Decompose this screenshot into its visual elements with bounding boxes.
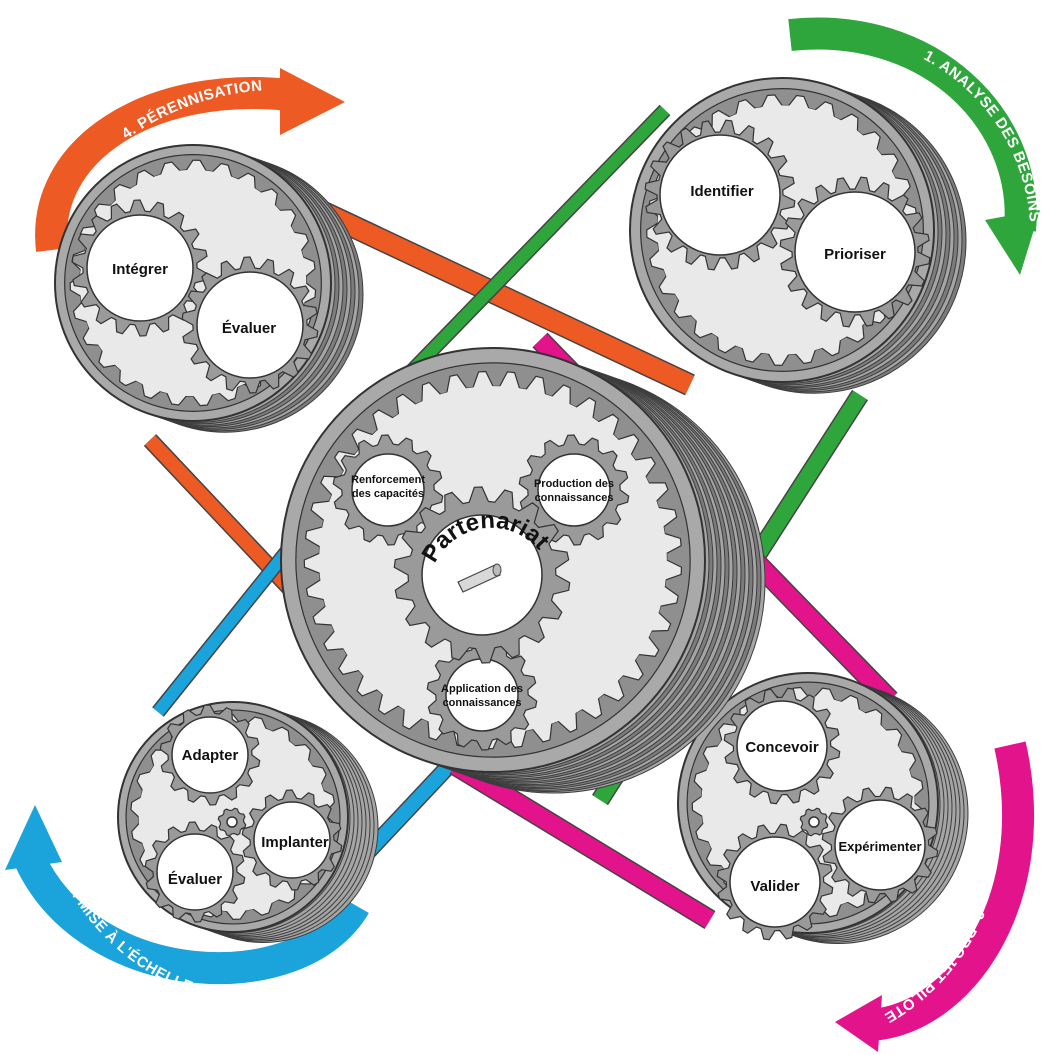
label-renforcement-1: Renforcement [351,474,425,486]
label-prioriser: Prioriser [824,246,886,263]
label-renforcement-2: des capacités [352,488,424,500]
label-production-2: connaissances [535,492,614,504]
axle-end [493,564,501,576]
label-application-1: Application des [441,683,523,695]
label-evaluer-p3: Évaluer [168,871,222,888]
belt-phase1-left [405,110,665,378]
label-adapter: Adapter [182,747,239,764]
label-production-1: Production des [534,478,614,490]
phase4-arrow-head [280,68,345,135]
phase3-arrow-head [5,805,62,870]
label-experimenter: Expérimenter [838,839,921,854]
label-application-2: connaissances [443,697,522,709]
label-concevoir: Concevoir [745,739,819,756]
phase2-arrow-head [835,995,882,1052]
label-integrer: Intégrer [112,261,168,278]
label-evaluer-p4: Évaluer [222,320,276,337]
label-identifier: Identifier [690,183,754,200]
label-implanter: Implanter [261,834,329,851]
label-valider: Valider [750,878,799,895]
